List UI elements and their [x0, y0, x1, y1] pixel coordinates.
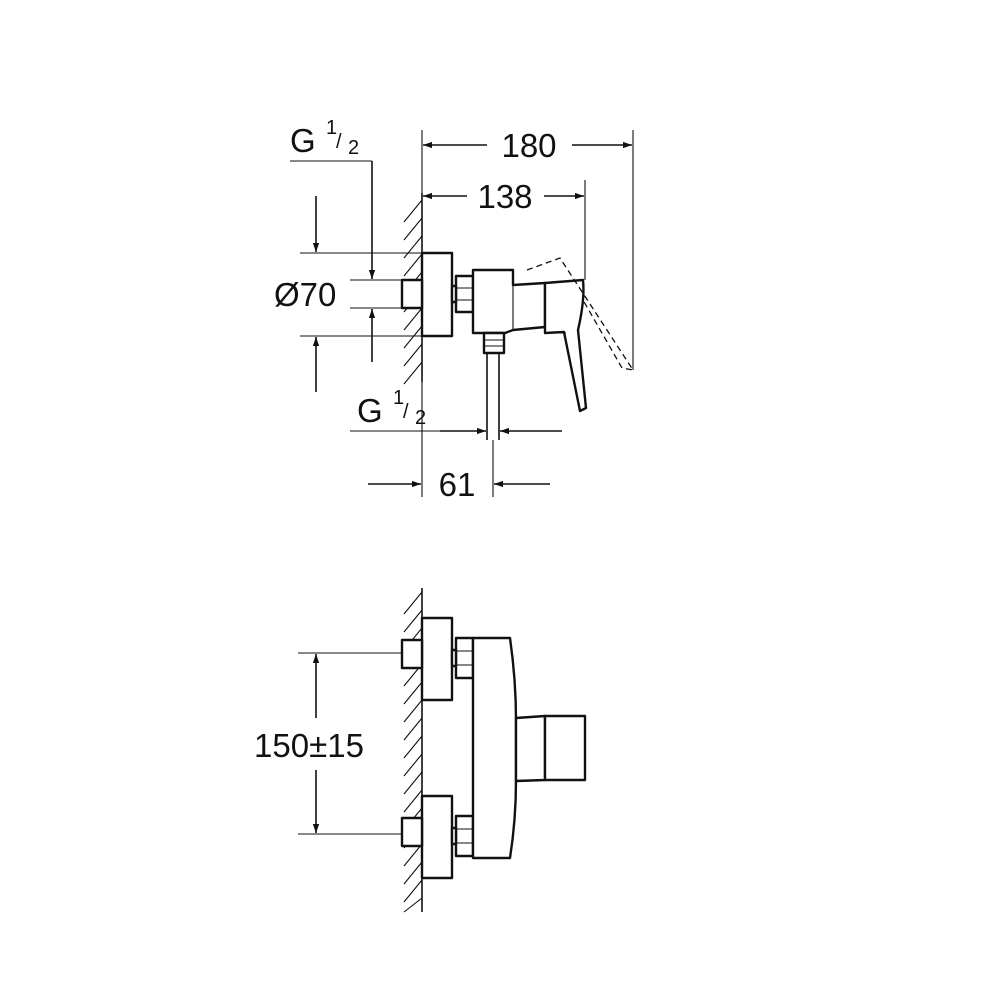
- dimension-handle-length: 138: [423, 178, 586, 280]
- thread-label-top-slash: /: [336, 131, 342, 153]
- dimension-diameter: Ø70: [274, 196, 422, 392]
- dimension-inlet-spacing: 150±15: [254, 652, 402, 835]
- lower-inlet: [400, 794, 475, 880]
- wall-flange: [420, 251, 454, 338]
- dimension-label-diameter: Ø70: [274, 276, 336, 313]
- connector-nut: [454, 274, 475, 314]
- inlet-stub: [400, 278, 424, 310]
- outlet-nozzle: [482, 331, 506, 440]
- dimension-outlet-offset: 61: [368, 382, 550, 503]
- dimension-label-150: 150±15: [254, 727, 364, 764]
- eccentric-pipe: [450, 284, 458, 304]
- thread-label-bottom-slash: /: [403, 401, 409, 423]
- thread-label-bottom: G 1 / 2: [350, 387, 562, 435]
- side-view: 180 138 G 1 / 2 Ø70: [274, 117, 635, 503]
- thread-label-bottom-num: 1: [393, 387, 404, 409]
- front-view: 150±15: [254, 588, 587, 913]
- dimension-label-61: 61: [439, 466, 476, 503]
- thread-label-top-num: 1: [326, 117, 337, 139]
- lever-handle: [543, 278, 588, 413]
- thread-label-top-den: 2: [348, 137, 359, 159]
- mixer-body: [471, 268, 547, 335]
- dimension-label-180: 180: [501, 127, 556, 164]
- lever-handle-open-position: [526, 257, 635, 371]
- thread-label-bottom-prefix: G: [357, 392, 383, 429]
- wall-hatching-bottom: [403, 588, 423, 913]
- dimension-overall-length: 180: [421, 127, 634, 370]
- thread-label-top-prefix: G: [290, 122, 316, 159]
- lever-handle-front: [514, 714, 587, 783]
- mixer-body-front: [471, 636, 518, 860]
- thread-label-bottom-den: 2: [415, 407, 426, 429]
- thread-label-top: G 1 / 2: [290, 117, 402, 362]
- dimension-label-138: 138: [477, 178, 532, 215]
- upper-inlet: [400, 616, 475, 702]
